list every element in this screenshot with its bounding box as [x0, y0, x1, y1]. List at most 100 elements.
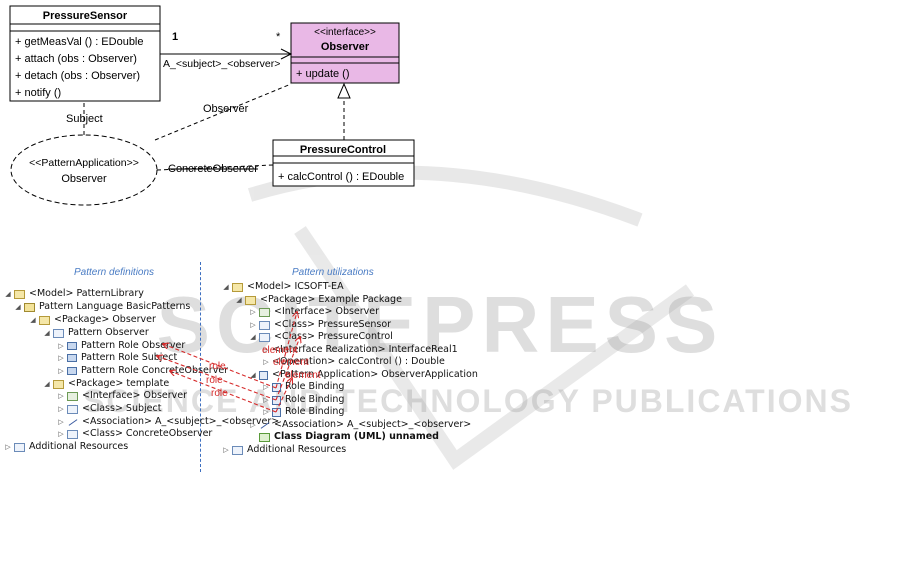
tree-item[interactable]: ◢<Pattern Application> ObserverApplicati… [250, 369, 478, 380]
expand-icon[interactable]: ◢ [44, 329, 50, 337]
collapse-icon[interactable]: ▷ [223, 446, 229, 454]
role-line-observer[interactable] [154, 83, 292, 141]
collapse-icon[interactable]: ▷ [58, 392, 64, 400]
expand-icon[interactable]: ◢ [5, 290, 11, 298]
tree-item[interactable]: ▷<Class> ConcreteObserver [58, 428, 213, 439]
model-icon [232, 282, 243, 292]
tree-item[interactable]: ◢<Package> Observer [30, 314, 156, 325]
collapse-icon[interactable]: ▷ [263, 346, 269, 354]
collapse-icon[interactable]: ▷ [263, 358, 269, 366]
expand-icon[interactable]: ◢ [44, 380, 50, 388]
collapse-icon[interactable]: ▷ [250, 421, 256, 429]
role-arrow-1 [163, 344, 277, 389]
element-label: element [285, 370, 321, 381]
role-label: role [206, 375, 223, 386]
tree-item[interactable]: Class Diagram (UML) unnamed [249, 431, 439, 444]
tree-item[interactable]: ◢<Model> PatternLibrary [5, 288, 144, 299]
tree-item[interactable]: ▷<Interface Realization> InterfaceReal1 [263, 344, 458, 355]
element-label: element [273, 357, 309, 368]
resources-icon [232, 445, 243, 455]
tree-item[interactable]: ▷<Class> PressureSensor [250, 319, 392, 330]
role-label-subject: Subject [66, 113, 103, 125]
stereotype: <<interface>> [314, 27, 376, 38]
watermark-book-page [294, 226, 695, 470]
tree-item[interactable]: ◢Pattern Language BasicPatterns [15, 301, 191, 312]
tree-item[interactable]: ◢Pattern Observer [44, 327, 149, 338]
tree-item[interactable]: ▷<Class> Subject [58, 403, 162, 414]
watermark-subtitle: SCIENCE AND TECHNOLOGY PUBLICATIONS [83, 383, 853, 419]
role-line-concrete-observer[interactable] [156, 164, 274, 171]
tree-item[interactable]: ▷Additional Resources [223, 444, 347, 455]
operation: + detach (obs : Observer) [15, 70, 140, 82]
tree-item[interactable]: ▷Additional Resources [5, 441, 129, 452]
collapse-icon[interactable]: ▷ [263, 396, 269, 404]
expand-icon[interactable]: ◢ [30, 316, 36, 324]
definitions-header: Pattern definitions [74, 267, 155, 278]
pattern-application-stereotype: <<PatternApplication>> [29, 157, 139, 169]
element-label: element [262, 345, 298, 356]
expand-icon[interactable]: ◢ [250, 371, 256, 379]
tree-item[interactable]: ▷Pattern Role Subject [58, 352, 178, 363]
collapse-icon[interactable]: ▷ [58, 354, 64, 362]
role-label-concrete-observer: ConcreteObserver [168, 163, 258, 175]
class-pressure-control[interactable]: PressureControl + calcControl () : EDoub… [272, 139, 415, 187]
tree-item[interactable]: ▷Pattern Role Observer [58, 340, 186, 351]
uml-diagram: PressureSensor + getMeasVal () : EDouble… [9, 5, 415, 206]
tree-item[interactable]: ▷<Operation> calcControl () : Double [263, 356, 445, 367]
collapse-icon[interactable]: ▷ [58, 418, 64, 426]
tree-item[interactable]: ▷<Interface> Observer [58, 390, 188, 401]
operation: + getMeasVal () : EDouble [15, 36, 144, 48]
collapse-icon[interactable]: ▷ [263, 383, 269, 391]
class-name: PressureControl [300, 144, 386, 156]
expand-icon[interactable]: ◢ [236, 296, 242, 304]
tree-item[interactable]: ▷Role Binding [263, 394, 345, 405]
collapse-icon[interactable]: ▷ [5, 443, 11, 451]
tree-item[interactable]: ◢<Model> ICSOFT-EA [223, 281, 344, 292]
interface-observer[interactable]: <<interface>> Observer + update () [290, 22, 400, 84]
role-icon [67, 367, 77, 376]
interface-icon [67, 391, 78, 401]
tree-item[interactable]: ▷<Interface> Observer [250, 306, 380, 317]
tree-item[interactable]: ▷Role Binding [263, 406, 345, 417]
expand-icon[interactable]: ◢ [15, 303, 21, 311]
pattern-icon [53, 328, 64, 338]
class-icon [259, 332, 270, 342]
expand-icon[interactable]: ◢ [223, 283, 229, 291]
collapse-icon[interactable]: ▷ [58, 405, 64, 413]
tree-item[interactable]: ▷<Association> A_<subject>_<observer> [58, 416, 280, 427]
watermark-title: SCITEPRESS [157, 280, 724, 369]
collapse-icon[interactable]: ▷ [58, 342, 64, 350]
resources-icon [14, 442, 25, 452]
pattern-application[interactable]: <<PatternApplication>> Observer [10, 134, 158, 206]
role-icon [67, 342, 77, 351]
operation: + update () [296, 68, 350, 80]
expand-icon[interactable]: ◢ [250, 333, 256, 341]
role-arrow-2 [157, 356, 277, 401]
role-binding-icon [272, 395, 281, 405]
collapse-icon[interactable]: ▷ [263, 408, 269, 416]
realization-arrow[interactable] [337, 82, 351, 140]
collapse-icon[interactable]: ▷ [58, 430, 64, 438]
tree-item[interactable]: ◢<Package> Example Package [236, 294, 402, 305]
role-label: role [209, 361, 226, 372]
association-line[interactable] [160, 48, 293, 60]
operation: + attach (obs : Observer) [15, 53, 137, 65]
collapse-icon[interactable]: ▷ [250, 321, 256, 329]
tree-item[interactable]: ▷<Association> A_<subject>_<observer> [250, 419, 472, 430]
collapse-icon[interactable]: ▷ [58, 367, 64, 375]
collapse-icon[interactable]: ▷ [250, 308, 256, 316]
role-arrow-3 [170, 371, 277, 413]
element-arrow-2 [275, 337, 300, 401]
element-arrow-3 [275, 378, 292, 413]
tree-item[interactable]: ◢<Class> PressureControl [250, 331, 393, 342]
tree-item[interactable]: ▷Pattern Role ConcreteObserver [58, 365, 229, 376]
pattern-application-icon [259, 370, 268, 380]
tree-item[interactable]: ◢<Package> template [44, 378, 170, 389]
class-pressure-sensor[interactable]: PressureSensor + getMeasVal () : EDouble… [9, 5, 161, 102]
class-name: Observer [321, 41, 370, 53]
utilizations-header: Pattern utilizations [292, 267, 374, 278]
class-icon [67, 429, 78, 439]
